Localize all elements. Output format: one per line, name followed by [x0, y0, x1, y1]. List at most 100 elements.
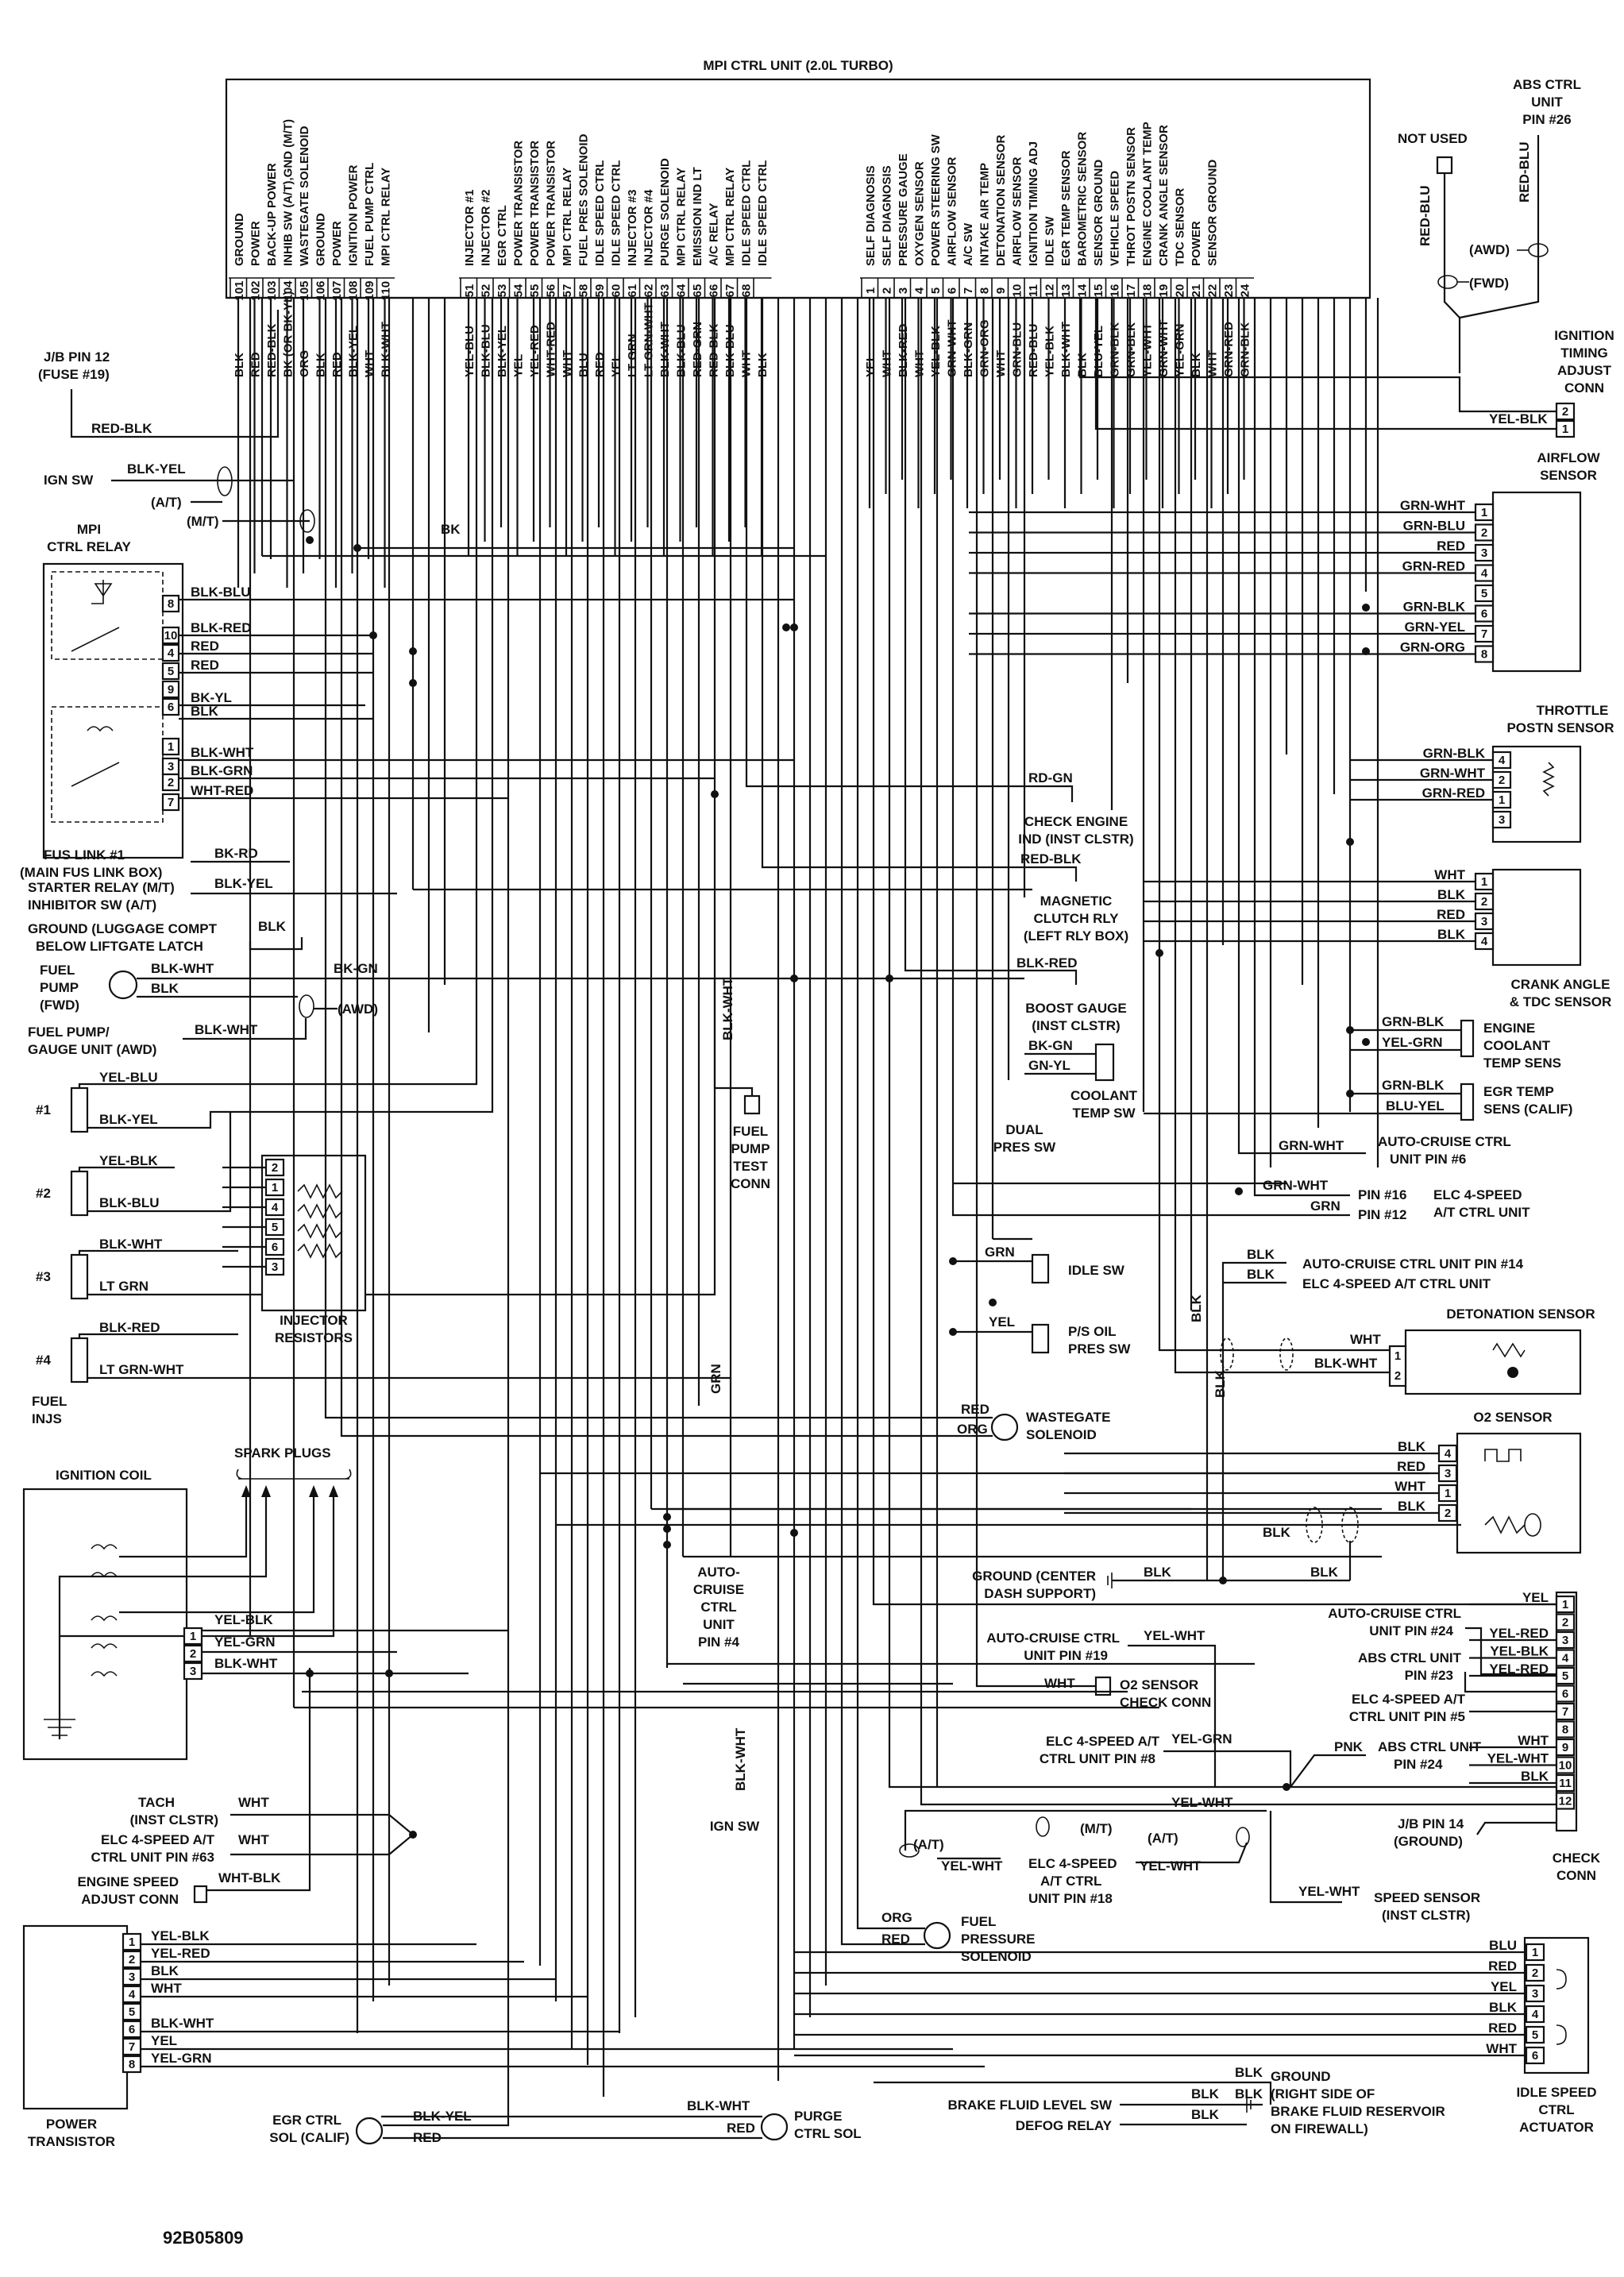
injector-3-label: #3 — [36, 1269, 51, 1284]
harness-bus-lines — [249, 298, 1461, 2097]
check-pin-7: 7 — [1562, 1705, 1568, 1719]
ecu-left-pin-name-8: FUEL PUMP CTRL — [363, 163, 376, 266]
ign-sw-bottom-label: IGN SW — [710, 1819, 760, 1834]
wastegate-coil — [990, 1413, 1019, 1441]
wire-label-speed-yel-wht: YEL-WHT — [1298, 1884, 1360, 1899]
purge-sol-label-1: PURGE — [794, 2109, 842, 2124]
fuel-injs-label-2: INJS — [32, 1411, 62, 1426]
ecu-mid-pin-name-3: POWER TRANSISTOR — [512, 141, 526, 266]
junction-dot-0 — [306, 536, 314, 544]
ecu-right-pin-name-15: VEHICLE SPEED — [1109, 171, 1122, 266]
fuel-test-label-4: CONN — [731, 1176, 770, 1191]
ecu-mid-pin-wire-11: LT GRN-WHT — [642, 303, 656, 377]
airflow-sensor: AIRFLOW SENSOR 1GRN-WHT2GRN-BLU3RED4GRN-… — [969, 450, 1601, 673]
wire-label-egrt-blu-yel: BLU-YEL — [1386, 1098, 1445, 1113]
power-transistor-label-1: POWER — [46, 2117, 97, 2132]
airflow-pin-7: 7 — [1481, 627, 1487, 641]
ecu-left-pin-num-3: 104 — [282, 280, 295, 301]
ecu-right-pin-name-14: SENSOR GROUND — [1092, 160, 1105, 266]
o2-pin-3: 3 — [1445, 1467, 1451, 1480]
wire-label-starter-blk-yel: BLK-YEL — [214, 876, 273, 891]
check-wire-label-9: YEL-WHT — [1487, 1751, 1549, 1766]
ecu-mid-pin-num-8: 59 — [593, 284, 607, 298]
throttle-pin-3: 3 — [1499, 813, 1505, 827]
wire-label-gnd-blk-2: BLK — [1310, 1565, 1339, 1580]
ecu-right-pin-num-2: 3 — [897, 288, 910, 294]
pt-wire-label-0: YEL-BLK — [151, 1928, 210, 1943]
o2chk-label-2: CHECK CONN — [1120, 1695, 1211, 1710]
relay-pin-1: 1 — [168, 740, 174, 754]
o2-check-group: AUTO-CRUISE CTRL UNIT PIN #19 YEL-WHT WH… — [899, 298, 1480, 1923]
ecu-mid-pin-wire-3: YEL — [512, 354, 526, 377]
coolant-sw-label-1: COOLANT — [1070, 1088, 1138, 1103]
fps-label-3: SOLENOID — [961, 1949, 1032, 1964]
ground-luggage-label-1: GROUND (LUGGAGE COMPT — [28, 921, 218, 936]
ecu-right-pin-num-12: 13 — [1059, 284, 1073, 298]
wastegate-group: RED ORG WASTEGATE SOLENOID — [324, 298, 1110, 1442]
o2-wire-label-1: RED — [1397, 1459, 1425, 1474]
pt-pin-box-1 — [122, 1932, 142, 1951]
gnd-brake-label-4: ON FIREWALL) — [1271, 2121, 1368, 2136]
junction-dot-26 — [1283, 1783, 1290, 1791]
ect-label-1: ENGINE — [1483, 1021, 1535, 1036]
mpi-relay-pins: 81045961327BLK-BLUBLK-REDREDREDBK-YLBLKB… — [161, 585, 794, 812]
o2-pin-1: 1 — [1445, 1487, 1451, 1500]
ecu-left-pin-num-8: 109 — [363, 280, 376, 300]
pt-pin-5: 5 — [129, 2005, 135, 2019]
o2-wire-label-2: WHT — [1394, 1479, 1425, 1494]
speed-sensor-label-1: SPEED SENSOR — [1374, 1890, 1480, 1905]
wire-label-fp-test-blk-wht: BLK-WHT — [720, 977, 735, 1040]
ecu-mid-pin-num-11: 62 — [642, 284, 656, 298]
ecu-mid-pin-name-2: EGR CTRL — [496, 205, 509, 266]
wire-label-red-blk: RED-BLK — [91, 421, 152, 436]
ecu-right-pin-name-16: THROT POSTN SENSOR — [1124, 127, 1138, 266]
o2-pin-4: 4 — [1445, 1447, 1452, 1461]
pt-pin-6: 6 — [129, 2023, 135, 2036]
ecu-right-pin-name-11: IDLE SW — [1043, 216, 1057, 266]
elc-atcu-label-2: A/T CTRL UNIT — [1433, 1205, 1530, 1220]
ecu-mid-pin-name-18: IDLE SPEED CTRL — [756, 160, 770, 266]
coil-pin-box-3 — [183, 1661, 203, 1681]
ecu-left-pin-num-2: 103 — [265, 280, 279, 300]
det-sensor-label: DETONATION SENSOR — [1446, 1306, 1595, 1322]
ignition-coil-box — [22, 1488, 188, 1761]
junction-dot-14 — [306, 1669, 314, 1677]
isc-pin-5: 5 — [1532, 2028, 1538, 2042]
det-pin-1: 1 — [1394, 1349, 1401, 1363]
ecu-mid-pin-name-7: FUEL PRES SOLENOID — [577, 133, 591, 266]
junction-dot-21 — [1362, 1038, 1370, 1046]
fus-link-1-label: FUS LINK #1 — [44, 847, 125, 863]
wire-label-rd-gn: RD-GN — [1028, 770, 1073, 785]
ecu-left-pin-wire-3: BK (OR BK-YL) — [282, 291, 295, 377]
fwd-p-label: (FWD) — [1469, 276, 1509, 291]
ecu-mid-pin-wire-2: BLK-YEL — [496, 326, 509, 377]
egr-temp-label-1: EGR TEMP — [1483, 1084, 1554, 1099]
ecu-mid-pin-num-5: 56 — [545, 284, 558, 298]
ecu-mid-pin-num-10: 61 — [626, 284, 639, 298]
relay-pin-5: 5 — [168, 665, 174, 678]
wire-label-brake-blk-3: BLK — [1235, 2086, 1263, 2101]
ecu-right-pin-num-21: 22 — [1206, 284, 1220, 298]
fuel-test-label-1: FUEL — [733, 1124, 768, 1139]
fuel-pump-gauge-label-2: GAUGE UNIT (AWD) — [28, 1042, 156, 1057]
gnd-brake-label-3: BRAKE FLUID RESERVOIR — [1271, 2104, 1445, 2119]
idle-ps-group: GRN IDLE SW YEL P/S OIL PRES SW — [949, 1245, 1131, 1357]
airflow-label-1: AIRFLOW — [1537, 450, 1600, 465]
not-used-connector — [1436, 156, 1453, 175]
det-sensor-connector — [1388, 1345, 1407, 1387]
wire-label-inj2-blk-blu: BLK-BLU — [99, 1195, 160, 1210]
relay-wire-label-0: BLK-BLU — [191, 585, 251, 600]
gnd-brake-label-2: (RIGHT SIDE OF — [1271, 2086, 1375, 2101]
relay-pin-9: 9 — [168, 683, 174, 697]
ecu-right-pin-wire-23: GRN-BLK — [1239, 322, 1252, 377]
check-pin-8: 8 — [1562, 1723, 1568, 1737]
wire-label-gn-yl: GN-YL — [1028, 1058, 1070, 1073]
ecu-right-pin-wire-21: WHT — [1206, 350, 1220, 377]
inj-res-pin-4: 4 — [272, 1201, 279, 1214]
ecu-mid-pin-name-12: PURGE SOLENOID — [658, 158, 672, 266]
ecu-mid-pin-num-12: 63 — [658, 284, 672, 298]
purge-sol-coil — [760, 2113, 789, 2141]
ecu-right-pin-num-4: 5 — [929, 288, 943, 294]
